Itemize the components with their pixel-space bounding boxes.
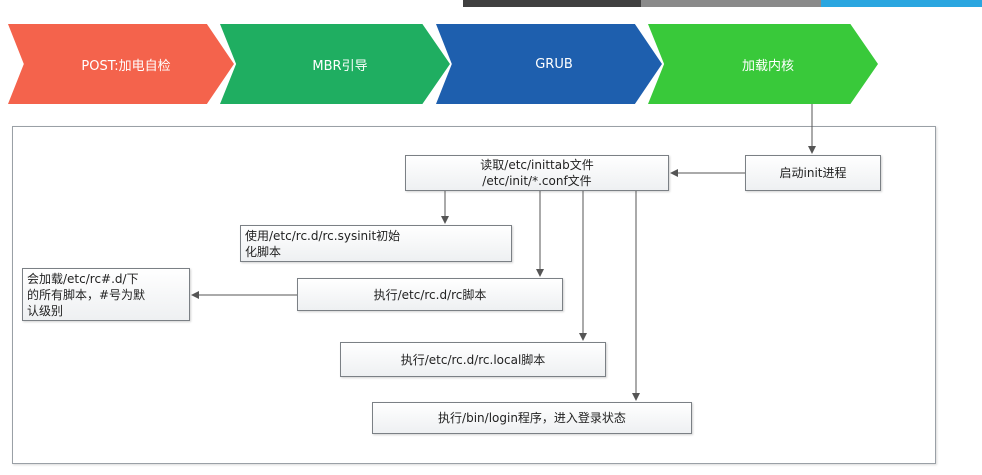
rc-local-box: 执行/etc/rc.d/rc.local脚本 <box>340 342 606 377</box>
stage-grub: GRUB <box>436 24 662 104</box>
stage-post-label: POST:加电自检 <box>81 58 171 74</box>
stage-grub-label: GRUB <box>535 56 573 72</box>
top-bar-blue <box>821 0 982 7</box>
rc-sysinit-box: 使用/etc/rc.d/rc.sysinit初始 化脚本 <box>240 225 512 262</box>
top-bar-dark <box>463 0 641 7</box>
rc-script-box: 执行/etc/rc.d/rc脚本 <box>297 278 563 311</box>
start-init-text: 启动init进程 <box>779 166 847 180</box>
start-init-box: 启动init进程 <box>745 155 881 191</box>
login-box: 执行/bin/login程序，进入登录状态 <box>372 402 692 434</box>
top-bar-gray <box>641 0 821 7</box>
rc-note-text: 会加载/etc/rc#.d/下 的所有脚本，#号为默 认级别 <box>27 271 146 318</box>
login-text: 执行/bin/login程序，进入登录状态 <box>438 411 626 425</box>
read-inittab-text: 读取/etc/inittab文件 /etc/init/*.conf文件 <box>480 158 594 188</box>
rc-note-box: 会加载/etc/rc#.d/下 的所有脚本，#号为默 认级别 <box>22 268 190 321</box>
stage-mbr: MBR引导 <box>220 24 450 104</box>
rc-local-text: 执行/etc/rc.d/rc.local脚本 <box>400 352 546 367</box>
rc-script-text: 执行/etc/rc.d/rc脚本 <box>373 287 487 302</box>
read-inittab-box: 读取/etc/inittab文件 /etc/init/*.conf文件 <box>405 155 669 191</box>
stage-kernel: 加载内核 <box>648 24 878 104</box>
stage-kernel-label: 加载内核 <box>741 58 794 74</box>
stage-mbr-label: MBR引导 <box>312 58 368 74</box>
rc-sysinit-text: 使用/etc/rc.d/rc.sysinit初始 化脚本 <box>245 228 401 259</box>
stage-post: POST:加电自检 <box>8 24 234 104</box>
